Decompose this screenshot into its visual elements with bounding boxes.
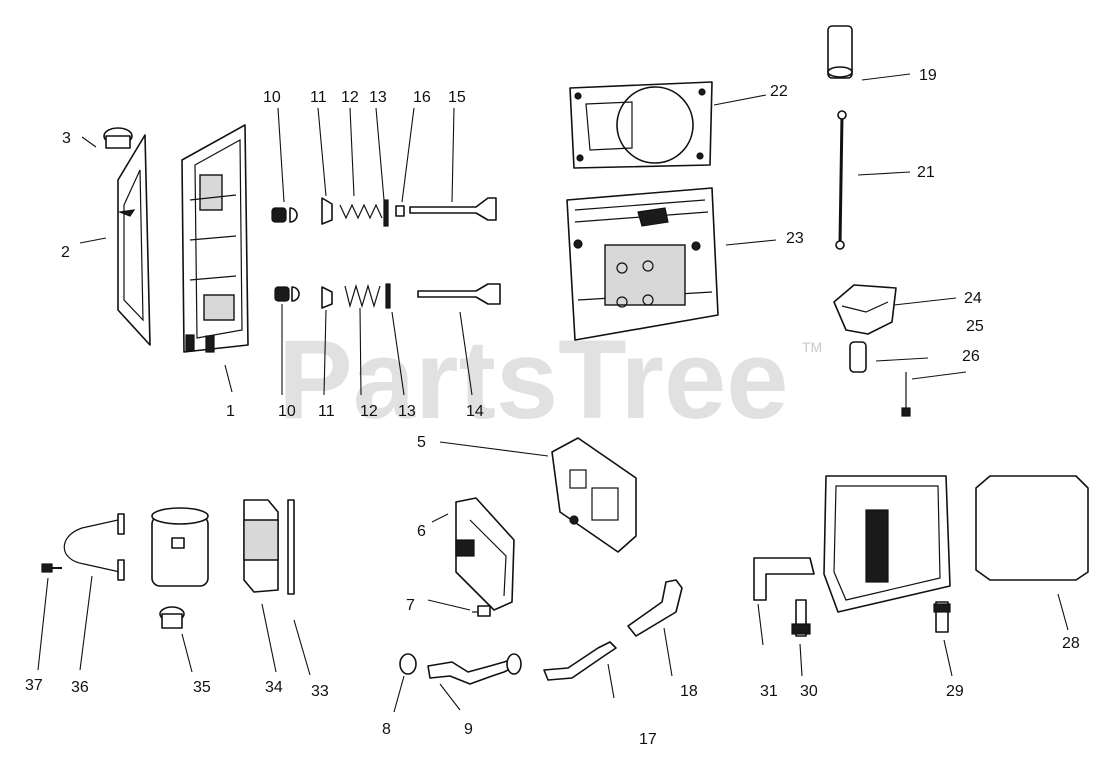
part-sleeve (827, 25, 853, 79)
callout-12-lower: 12 (360, 403, 378, 420)
callout-35: 35 (193, 679, 211, 696)
callout-10-lower: 10 (278, 403, 296, 420)
part-cylinder-head-casting (566, 187, 719, 341)
part-canister (151, 507, 209, 629)
part-screw-small (41, 563, 62, 573)
callout-7: 7 (406, 597, 415, 614)
callout-9: 9 (464, 721, 473, 738)
part-stud (933, 601, 951, 633)
callout-10-upper: 10 (263, 89, 281, 106)
callout-29: 29 (946, 683, 964, 700)
callout-33: 33 (311, 683, 329, 700)
part-bolt (791, 599, 811, 637)
part-gasket-plate (551, 437, 637, 553)
callout-1: 1 (226, 403, 235, 420)
part-breather-group (833, 284, 911, 417)
callout-8: 8 (382, 721, 391, 738)
part-cylinder-head (181, 124, 249, 353)
callout-28: 28 (1062, 635, 1080, 652)
part-cap (103, 127, 133, 149)
callout-3: 3 (62, 130, 71, 147)
callout-25: 25 (966, 318, 984, 335)
callout-34: 34 (265, 679, 283, 696)
callout-labels: 1 2 3 5 6 7 8 9 10 10 11 11 12 12 13 13 … (25, 67, 1080, 748)
callout-11-upper: 11 (310, 89, 327, 106)
leader-lines (37, 73, 1069, 713)
callout-19: 19 (919, 67, 937, 84)
part-head-gasket (569, 81, 713, 169)
callout-6: 6 (417, 523, 426, 540)
part-tube (543, 641, 617, 681)
part-cover-plate (117, 134, 151, 346)
part-l-bracket (753, 557, 815, 601)
callout-31: 31 (760, 683, 778, 700)
callout-26: 26 (962, 348, 980, 365)
part-push-rod (835, 110, 847, 250)
callout-15: 15 (448, 89, 466, 106)
callout-36: 36 (71, 679, 89, 696)
watermark-trademark: TM (802, 339, 822, 355)
callout-13-upper: 13 (369, 89, 387, 106)
case-lettering: OHV (897, 541, 914, 576)
callout-12-upper: 12 (341, 89, 359, 106)
callout-21: 21 (917, 164, 935, 181)
part-valve-assembly-lower (274, 283, 501, 309)
callout-16: 16 (413, 89, 431, 106)
part-air-filter-element (975, 475, 1089, 581)
callout-30: 30 (800, 683, 818, 700)
callout-37: 37 (25, 677, 43, 694)
part-bent-tube (627, 579, 683, 637)
callout-23: 23 (786, 230, 804, 247)
part-valve-assembly-upper (271, 197, 497, 227)
callout-14: 14 (466, 403, 484, 420)
callout-2: 2 (61, 244, 70, 261)
part-bracket-clip (63, 513, 125, 581)
callout-18: 18 (680, 683, 698, 700)
callout-24: 24 (964, 290, 982, 307)
callout-17: 17 (639, 731, 657, 748)
callout-13-lower: 13 (398, 403, 416, 420)
part-valve-cover (455, 497, 515, 611)
part-breather-hose (399, 653, 522, 685)
watermark-brand: PartsTree (278, 317, 789, 442)
part-shim (287, 499, 295, 595)
part-clamp-block (243, 499, 279, 593)
callout-5: 5 (417, 434, 426, 451)
part-air-cleaner-cover: OHV (823, 475, 951, 613)
part-screw (472, 605, 491, 617)
callout-11-lower: 11 (318, 403, 335, 420)
callout-22: 22 (770, 83, 788, 100)
